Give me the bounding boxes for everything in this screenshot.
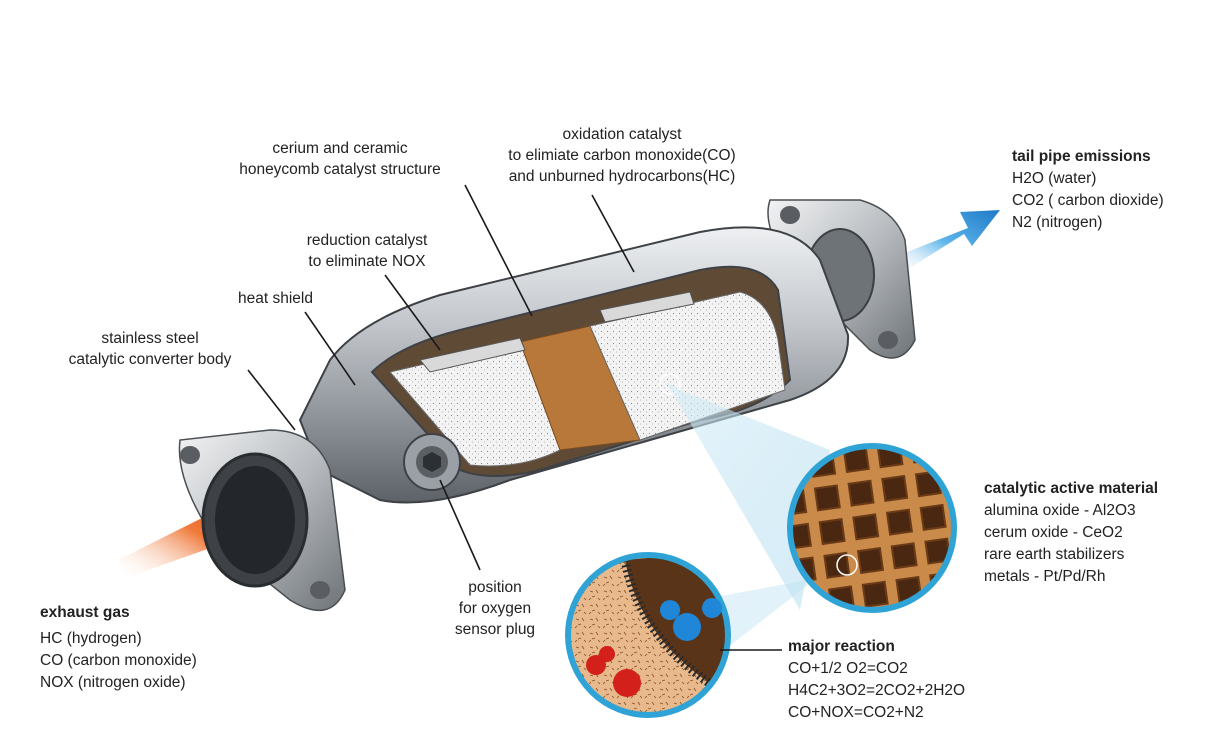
tail-pipe-title: tail pipe emissions <box>1012 148 1151 165</box>
heat-shield-label: heat shield <box>238 290 313 307</box>
reduction-label: reduction catalyst to eliminate NOX <box>306 232 428 270</box>
oxidation-label: oxidation catalyst to elimiate carbon mo… <box>508 126 736 185</box>
converter-body <box>298 226 850 504</box>
oxygen-sensor-label: position for oxygen sensor plug <box>454 579 536 638</box>
honeycomb-zoom <box>779 435 965 621</box>
reaction-title: major reaction <box>788 638 895 655</box>
body-label: stainless steel catalytic converter body <box>68 330 232 368</box>
reaction-zoom <box>565 552 731 718</box>
outlet-arrow <box>892 210 1000 274</box>
exhaust-title: exhaust gas <box>40 604 130 621</box>
tail-pipe-emissions: tail pipe emissions H2O (water) CO2 ( ca… <box>1012 148 1164 231</box>
zoom-beam <box>665 380 830 610</box>
inlet-flange <box>178 429 346 612</box>
major-reaction: major reaction CO+1/2 O2=CO2 H4C2+3O2=2C… <box>788 638 966 721</box>
catalytic-title: catalytic active material <box>984 480 1159 497</box>
cerium-label: cerium and ceramic honeycomb catalyst st… <box>239 140 441 178</box>
leader-lines <box>247 184 782 651</box>
exhaust-gas: exhaust gas HC (hydrogen) CO (carbon mon… <box>40 604 197 691</box>
catalytic-active-material: catalytic active material alumina oxide … <box>984 480 1159 585</box>
